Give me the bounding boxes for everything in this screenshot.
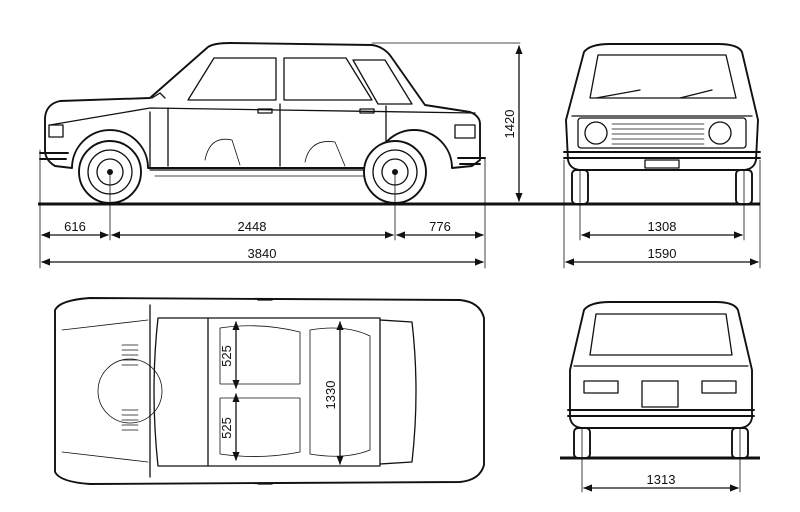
dim-front-seat: 525 [219, 345, 234, 367]
dim-interior-width: 1330 [323, 381, 338, 410]
rear-view: 1313 [560, 301, 760, 493]
dim-rear-track: 1313 [647, 472, 676, 487]
dim-wheelbase: 2448 [238, 219, 267, 234]
dim-front-track: 1308 [648, 219, 677, 234]
dim-overall-width: 1590 [648, 246, 677, 261]
dim-rear-overhang: 776 [429, 219, 451, 234]
dim-height: 1420 [502, 110, 517, 139]
top-view: 525 525 1330 [54, 297, 485, 485]
dim-overall-length: 3840 [248, 246, 277, 261]
front-view: 1308 1590 [560, 43, 761, 269]
side-view: 1420 616 2448 776 3840 [38, 42, 760, 269]
dim-rear-seat: 525 [219, 417, 234, 439]
dim-front-overhang: 616 [64, 219, 86, 234]
